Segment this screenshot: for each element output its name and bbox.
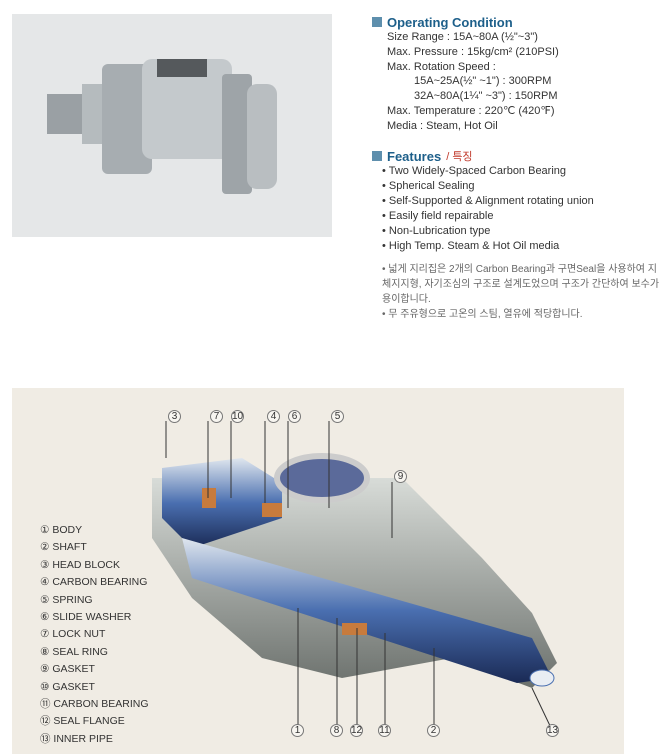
part-item: ④ CARBON BEARING (40, 576, 148, 589)
korean-line: • 무 주유형으로 고온의 스팀, 열유에 적당합니다. (382, 309, 583, 320)
callout-7: 7 (210, 410, 223, 423)
feature-item: • High Temp. Steam & Hot Oil media (382, 240, 560, 252)
callout-12: 12 (350, 724, 363, 737)
callout-13: 13 (546, 724, 559, 737)
heading-korean: / 특징 (446, 151, 473, 163)
feature-item: • Self-Supported & Alignment rotating un… (382, 195, 594, 207)
size-range: Size Range : 15A~80A (½"~3") (387, 31, 538, 43)
callout-11: 11 (378, 724, 391, 737)
callout-9: 9 (394, 470, 407, 483)
max-temperature: Max. Temperature : 220℃ (420℉) (387, 104, 555, 117)
callout-5: 5 (331, 410, 344, 423)
part-item: ⑨ GASKET (40, 663, 95, 676)
part-item: ① BODY (40, 524, 83, 536)
heading-text: Features (387, 148, 442, 164)
feature-item: • Easily field repairable (382, 210, 494, 222)
callout-1: 1 (291, 724, 304, 737)
part-item: ⑪ CARBON BEARING (40, 697, 149, 710)
part-item: ③ HEAD BLOCK (40, 558, 121, 571)
square-bullet-icon (372, 151, 382, 161)
callout-8: 8 (330, 724, 343, 737)
features-section: Features / 특징 • Two Widely-Spaced Carbon … (372, 148, 662, 254)
feature-item: • Non-Lubrication type (382, 225, 491, 237)
rotation-label: Max. Rotation Speed : (387, 60, 496, 73)
part-item: ⑩ GASKET (40, 680, 95, 693)
media: Media : Steam, Hot Oil (387, 119, 498, 132)
square-bullet-icon (372, 17, 382, 27)
part-item: ⑧ SEAL RING (40, 645, 108, 658)
part-item: ⑥ SLIDE WASHER (40, 610, 132, 623)
cutaway-illustration (152, 421, 557, 731)
operating-condition-section: Operating Condition Size Range : 15A~80A… (372, 14, 662, 134)
max-pressure: Max. Pressure : 15kg/cm² (210PSI) (387, 45, 559, 58)
part-item: ② SHAFT (40, 541, 87, 554)
part-item: ⑤ SPRING (40, 593, 93, 606)
cutaway-diagram: 3 7 10 4 6 5 9 1 8 12 11 2 13 (12, 388, 624, 754)
part-item: ⑬ INNER PIPE (40, 732, 113, 745)
part-item: ⑦ LOCK NUT (40, 628, 106, 641)
product-photo (12, 14, 332, 237)
rotation-speed-1: 15A~25A(½" ~1") : 300RPM (414, 75, 552, 88)
feature-item: • Spherical Sealing (382, 180, 475, 192)
features-heading: Features / 특징 (372, 148, 662, 164)
callout-6: 6 (288, 410, 301, 423)
part-item: ⑫ SEAL FLANGE (40, 715, 125, 728)
parts-list: ① BODY ② SHAFT ③ HEAD BLOCK ④ CARBON BEA… (40, 522, 149, 748)
callout-2: 2 (427, 724, 440, 737)
operating-condition-heading: Operating Condition (372, 14, 662, 30)
korean-description: • 넓게 지리집은 2개의 Carbon Bearing과 구면Seal을 사용… (382, 262, 662, 322)
rotary-union-photo (47, 59, 277, 194)
korean-line: • 넓게 지리집은 2개의 Carbon Bearing과 구면Seal을 사용… (382, 264, 660, 305)
callout-4: 4 (267, 410, 280, 423)
callout-10: 10 (231, 410, 244, 423)
heading-text: Operating Condition (387, 14, 513, 30)
feature-item: • Two Widely-Spaced Carbon Bearing (382, 165, 567, 177)
rotation-speed-2: 32A~80A(1¼" ~3") : 150RPM (414, 90, 558, 103)
callout-3: 3 (168, 410, 181, 423)
